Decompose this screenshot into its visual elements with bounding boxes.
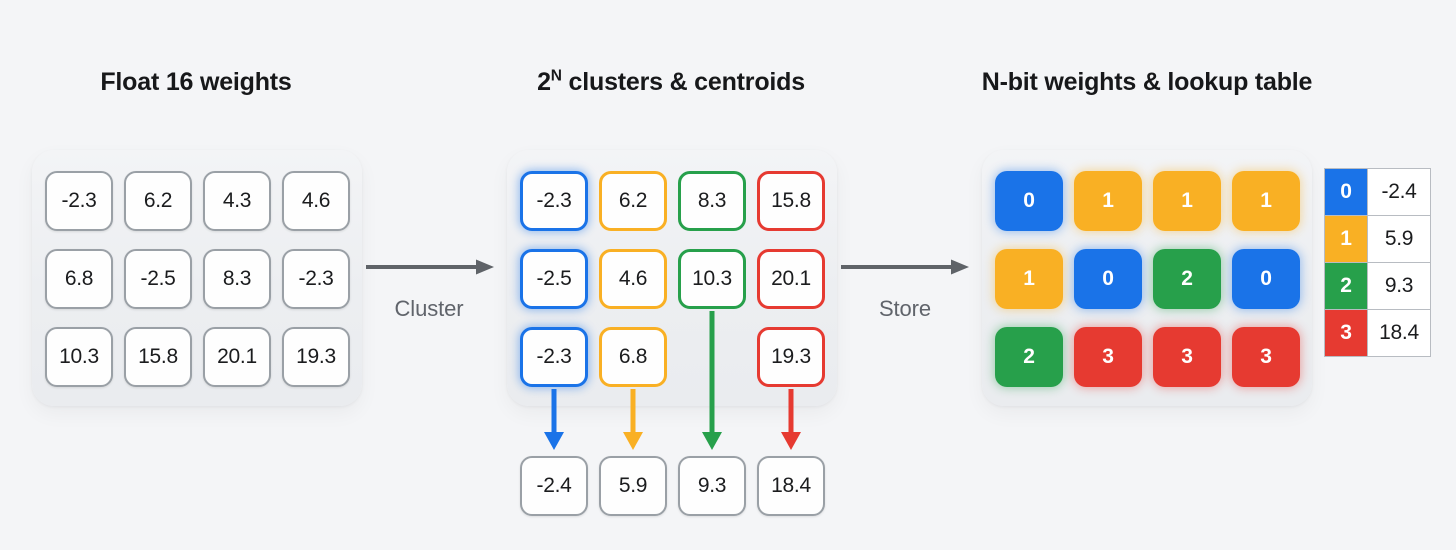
cluster-cell: 10.3 (678, 249, 746, 309)
weight-cell: -2.5 (124, 249, 192, 309)
lookup-index-cell: 1 (1324, 215, 1368, 263)
index-cell: 1 (1153, 171, 1221, 231)
lookup-index-cell: 3 (1324, 309, 1368, 357)
index-cell: 3 (1074, 327, 1142, 387)
index-cell: 1 (995, 249, 1063, 309)
centroid-cell: -2.4 (520, 456, 588, 516)
store-flow-arrow-icon (841, 259, 969, 275)
cluster-cell: 15.8 (757, 171, 825, 231)
cluster-cell: 20.1 (757, 249, 825, 309)
index-cell: 1 (1232, 171, 1300, 231)
lookup-value-cell: 18.4 (1367, 309, 1431, 357)
cluster-cell: -2.3 (520, 327, 588, 387)
lookup-value-cell: 5.9 (1367, 215, 1431, 263)
weight-cell: 4.6 (282, 171, 350, 231)
lookup-table-row: 3 18.4 (1324, 309, 1431, 357)
index-cell: 0 (1232, 249, 1300, 309)
cluster-flow-arrow-icon (366, 259, 494, 275)
cluster-flow-label: Cluster (394, 296, 464, 321)
weight-cell: 6.2 (124, 171, 192, 231)
store-flow-label: Store (878, 296, 932, 321)
index-cell: 0 (995, 171, 1063, 231)
centroid-cell: 9.3 (678, 456, 746, 516)
index-cell: 0 (1074, 249, 1142, 309)
clusters-grid: -2.3 6.2 8.3 15.8 -2.5 4.6 10.3 20.1 -2.… (520, 171, 825, 387)
cluster-cell: 4.6 (599, 249, 667, 309)
lookup-value-cell: -2.4 (1367, 168, 1431, 216)
weight-cell: 20.1 (203, 327, 271, 387)
weight-cell: -2.3 (282, 249, 350, 309)
cluster-cell: 8.3 (678, 171, 746, 231)
index-cell: 1 (1074, 171, 1142, 231)
lookup-index-cell: 2 (1324, 262, 1368, 310)
cluster-cell: 6.8 (599, 327, 667, 387)
cluster-cell-empty (678, 327, 746, 387)
float-weights-grid: -2.3 6.2 4.3 4.6 6.8 -2.5 8.3 -2.3 10.3 … (45, 171, 350, 387)
lookup-table-row: 2 9.3 (1324, 262, 1431, 310)
cluster-cell: -2.3 (520, 171, 588, 231)
lookup-index-cell: 0 (1324, 168, 1368, 216)
lookup-value-cell: 9.3 (1367, 262, 1431, 310)
index-cell: 3 (1232, 327, 1300, 387)
cluster-cell: -2.5 (520, 249, 588, 309)
weight-cell: 10.3 (45, 327, 113, 387)
title-superscript: N (550, 67, 562, 85)
index-cell: 3 (1153, 327, 1221, 387)
weight-cell: 6.8 (45, 249, 113, 309)
weight-cell: 8.3 (203, 249, 271, 309)
lookup-table-row: 1 5.9 (1324, 215, 1431, 263)
lookup-table-row: 0 -2.4 (1324, 168, 1431, 216)
lookup-table: 0 -2.4 1 5.9 2 9.3 3 18.4 (1324, 168, 1431, 357)
weight-cell: -2.3 (45, 171, 113, 231)
cluster-cell: 19.3 (757, 327, 825, 387)
section-title-clusters: 2N clusters & centroids (537, 68, 805, 97)
centroids-row: -2.4 5.9 9.3 18.4 (520, 456, 825, 516)
title-base: 2 (537, 68, 551, 96)
centroid-cell: 18.4 (757, 456, 825, 516)
index-cell: 2 (1153, 249, 1221, 309)
title-rest: clusters & centroids (561, 68, 806, 96)
nbit-weights-grid: 0 1 1 1 1 0 2 0 2 3 3 3 (995, 171, 1300, 387)
weight-cell: 4.3 (203, 171, 271, 231)
weight-cell: 19.3 (282, 327, 350, 387)
section-title-float-weights: Float 16 weights (100, 68, 292, 96)
section-title-nbit-weights: N-bit weights & lookup table (981, 68, 1313, 96)
centroid-cell: 5.9 (599, 456, 667, 516)
weight-cell: 15.8 (124, 327, 192, 387)
index-cell: 2 (995, 327, 1063, 387)
cluster-cell: 6.2 (599, 171, 667, 231)
